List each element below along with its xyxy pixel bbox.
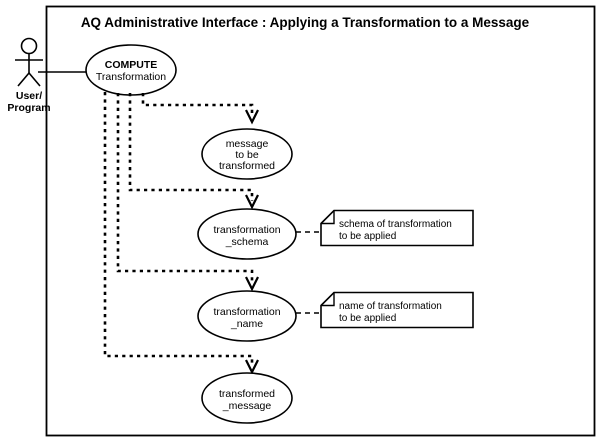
page-title: AQ Administrative Interface : Applying a… [81,15,530,30]
usecase-label-line1: COMPUTE [105,59,158,71]
actor-user-program: User/ Program [7,37,51,114]
node-label-line1: transformed [219,388,275,400]
usecase-compute-transformation[interactable]: COMPUTE Transformation [85,44,177,96]
note-transformation-schema: schema of transformation to be applied [320,209,474,247]
note-fold-icon [321,292,335,307]
connector-to-message-to-be-transformed [141,93,254,116]
node-label-line3: transformed [219,160,275,172]
note-line2: to be applied [339,231,396,242]
node-ellipse [201,372,293,424]
note-fold-icon [321,210,335,225]
connector-to-transformation-name [116,93,254,283]
arrowhead-transformation-schema [245,194,259,210]
node-label-line2: _message [222,400,272,412]
actor-leg-left-icon [17,72,30,87]
arrowhead-transformation-name [245,276,259,292]
node-label-line1: transformation [213,306,280,318]
node-transformation-schema[interactable]: transformation _schema [197,208,297,260]
actor-leg-right-icon [28,72,41,87]
usecase-label-line2: Transformation [96,71,166,83]
node-ellipse [197,208,297,260]
node-label-line1: transformation [213,224,280,236]
note-line2: to be applied [339,313,396,324]
node-message-to-be-transformed[interactable]: message to be transformed [201,128,293,180]
node-label-line2: _schema [225,236,269,248]
connector-to-transformation-schema [128,93,254,201]
note-line1: schema of transformation [339,219,452,230]
node-ellipse [201,128,293,180]
node-transformation-name[interactable]: transformation _name [197,290,297,342]
node-label-line2: _name [230,318,263,330]
node-label-line1: message [226,138,269,150]
actor-label-line2: Program [7,102,50,114]
note-transformation-name: name of transformation to be applied [320,291,474,329]
note-line1: name of transformation [339,301,442,312]
connector-to-transformed-message [103,92,254,365]
arrowhead-message-to-be-transformed [245,109,259,125]
actor-head-icon [20,37,38,55]
node-ellipse [197,290,297,342]
arrowhead-transformed-message [245,359,259,375]
node-label-line2: to be [235,149,259,161]
node-transformed-message[interactable]: transformed _message [201,372,293,424]
actor-label-line1: User/ [16,90,42,102]
note-body [320,209,474,247]
note-body [320,291,474,329]
